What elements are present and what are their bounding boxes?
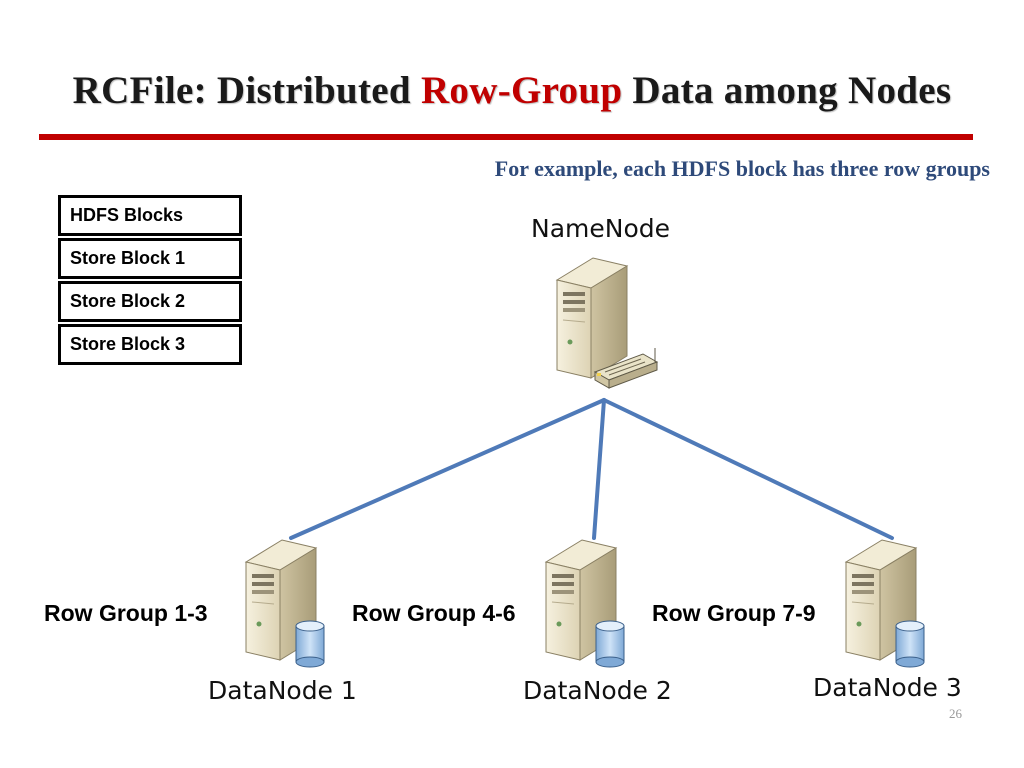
datanode-2-label: DataNode 2: [523, 676, 672, 705]
datanode-3-label: DataNode 3: [813, 673, 962, 702]
legend-store-block-2: Store Block 2: [58, 281, 242, 322]
datanode-2-server-icon: [545, 539, 625, 668]
datanode-1-server-icon: [245, 539, 325, 668]
connector-datanode-1: [289, 398, 606, 540]
datanode-3-row-groups: Row Group 7-9: [652, 600, 816, 626]
connector-datanode-3: [602, 398, 894, 540]
connector-datanode-2: [592, 398, 606, 540]
title-rule: [39, 134, 973, 140]
title-prefix: RCFile: Distributed: [72, 69, 421, 112]
datanode-2-row-groups: Row Group 4-6: [352, 600, 516, 626]
title-accent: Row-Group: [420, 69, 623, 112]
namenode-label: NameNode: [531, 214, 671, 243]
title-suffix: Data among Nodes: [622, 69, 952, 112]
datanode-1-row-groups: Row Group 1-3: [44, 600, 208, 626]
connector-lines: [289, 398, 894, 540]
legend-store-block-1: Store Block 1: [58, 238, 242, 279]
legend-header: HDFS Blocks: [58, 195, 242, 236]
hdfs-blocks-legend: HDFS Blocks Store Block 1 Store Block 2 …: [58, 195, 242, 367]
namenode-server-icon: [556, 257, 659, 389]
datanode-3-server-icon: [845, 539, 925, 668]
datanode-1-label: DataNode 1: [208, 676, 357, 705]
subtitle: For example, each HDFS block has three r…: [494, 156, 990, 181]
slide-title: RCFile: Distributed Row-Group Data among…: [0, 68, 1024, 113]
page-number: 26: [949, 706, 962, 721]
legend-store-block-3: Store Block 3: [58, 324, 242, 365]
